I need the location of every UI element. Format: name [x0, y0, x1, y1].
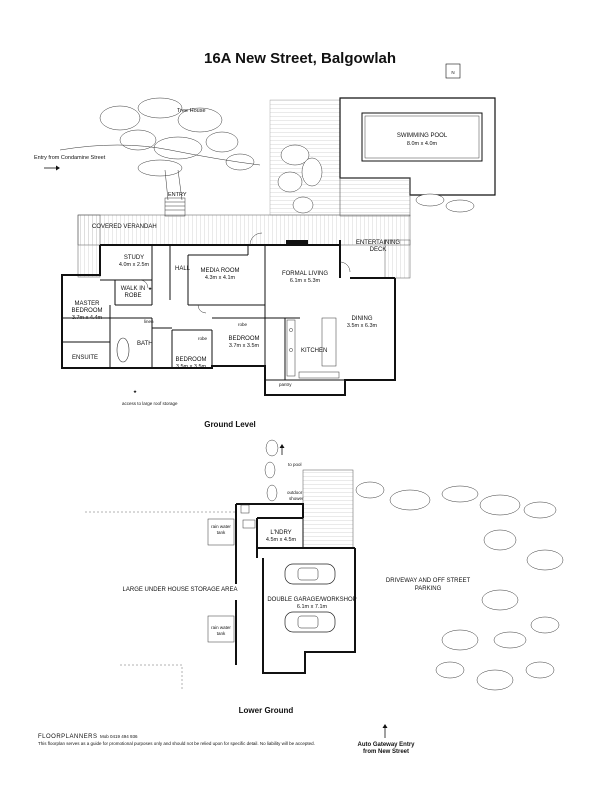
study-dims: 4.0m x 2.5m	[119, 262, 150, 268]
outdoor-shower-line2: shower	[289, 496, 304, 501]
formal-living-dims: 6.1m x 5.3m	[290, 278, 321, 284]
garden-path-entry-edge	[177, 169, 183, 201]
laundry-tub	[242, 519, 256, 529]
walk-in-robe-line1: WALK IN	[121, 286, 145, 292]
study-name: STUDY	[124, 255, 144, 261]
car-icon-top	[284, 563, 336, 585]
walk-in-robe-line2: ROBE	[124, 293, 141, 299]
deck-side	[384, 239, 411, 279]
ensuite-label: ENSUITE	[72, 355, 98, 361]
formal-living-name: FORMAL LIVING	[282, 271, 328, 277]
ground-walls	[61, 240, 396, 396]
rain-tank-top-line2: tank	[217, 530, 226, 535]
footer-mobile: Mob 0419 494 936	[100, 734, 138, 739]
entertaining-deck-line2: DECK	[370, 247, 387, 253]
garage-name: DOUBLE GARAGE/WORKSHOP	[267, 597, 356, 603]
trees-top-left	[99, 97, 255, 177]
covered-verandah-label: COVERED VERANDAH	[92, 224, 157, 230]
driveway-line1: DRIVEWAY AND OFF STREET	[386, 578, 471, 584]
laundry-name: L'NDRY	[270, 530, 291, 536]
kitchen-fixtures	[286, 317, 340, 379]
verandah-deck	[77, 214, 411, 246]
north-symbol-label: N	[451, 70, 454, 75]
master-bedroom-line1: MASTER	[74, 301, 100, 307]
pool-name: SWIMMING POOL	[397, 133, 448, 139]
rain-tank-bottom-line2: tank	[217, 631, 226, 636]
media-room-dims: 4.3m x 4.1m	[205, 275, 236, 281]
trees-lower-right	[355, 481, 564, 691]
dining-name: DINING	[352, 316, 373, 322]
entry-label: ENTRY	[168, 192, 187, 198]
garage-dims: 6.1m x 7.1m	[297, 604, 328, 610]
footer-brand: FLOORPLANNERS	[38, 734, 98, 740]
footer-disclaimer: This floorplan serves as a guide for pro…	[38, 741, 315, 746]
pantry-label: pantry	[279, 382, 292, 387]
outdoor-shower-line1: outdoor	[287, 490, 303, 495]
entry-steps	[164, 197, 186, 217]
rain-tank-top-line1: rain water	[211, 524, 231, 529]
ground-level-label: Ground Level	[204, 420, 256, 429]
entertaining-deck-line1: ENTERTAINING	[356, 240, 400, 246]
lower-ground-label: Lower Ground	[239, 706, 294, 715]
media-room-name: MEDIA ROOM	[200, 268, 239, 274]
garden-path-entry	[164, 169, 169, 201]
lower-walls	[235, 503, 356, 674]
bedroom1-name: BEDROOM	[175, 357, 206, 363]
kitchen-label: KITCHEN	[301, 348, 327, 354]
rain-tank-bottom-line1: rain water	[211, 625, 231, 630]
rain-tank-bottom	[207, 615, 235, 643]
bedroom2-name: BEDROOM	[228, 336, 259, 342]
storage-area-outline	[85, 511, 236, 690]
dining-dims: 3.5m x 6.3m	[347, 323, 378, 329]
page-title: 16A New Street, Balgowlah	[204, 50, 396, 67]
entry-arrow-icon	[44, 165, 60, 171]
driveway-line2: PARKING	[415, 586, 442, 592]
roof-storage-star-icon: ★	[133, 389, 138, 394]
north-arrow-icon: N	[445, 63, 461, 79]
roof-access-star-icon: ★	[148, 286, 153, 291]
linen-label: linen	[144, 319, 154, 324]
bath-label: BATH	[137, 341, 153, 347]
entry-condamine-label: Entry from Condamine Street	[34, 155, 106, 161]
laundry-fixture	[240, 504, 250, 514]
pool-steps	[339, 177, 411, 217]
fireplace	[286, 240, 308, 244]
shrubs-pool	[277, 144, 475, 214]
hall-label: HALL	[175, 266, 191, 272]
rain-tank-top	[207, 518, 235, 546]
lower-deck	[302, 469, 354, 549]
car-icon-bottom	[284, 611, 336, 633]
bedroom1-dims: 3.5m x 3.5m	[176, 364, 207, 370]
garden-path	[59, 144, 261, 166]
master-bedroom-line2: BEDROOM	[71, 308, 102, 314]
bedroom2-dims: 3.7m x 3.5m	[229, 343, 260, 349]
to-pool-label: to pool	[288, 462, 302, 467]
roof-storage-note: access to large roof storage	[122, 401, 178, 406]
ground-doors	[139, 232, 351, 314]
laundry-dims: 4.5m x 4.5m	[266, 537, 297, 543]
bath-tub	[116, 337, 130, 363]
storage-area-label: LARGE UNDER HOUSE STORAGE AREA	[123, 587, 238, 593]
to-pool-arrow-icon	[279, 444, 285, 455]
shrubs-lower-left	[264, 439, 279, 502]
gateway-arrow-icon	[382, 724, 388, 738]
master-bedroom-dims: 3.7m x 4.4m	[72, 315, 103, 321]
robe-label-1: robe	[198, 336, 208, 341]
robe-label-2: robe	[238, 322, 248, 327]
gateway-entry-line2: from New Street	[363, 749, 409, 755]
pool-dims: 8.0m x 4.0m	[407, 141, 438, 147]
gateway-entry-line1: Auto Gateway Entry	[357, 742, 415, 748]
tree-house-label: Tree House	[177, 108, 206, 114]
